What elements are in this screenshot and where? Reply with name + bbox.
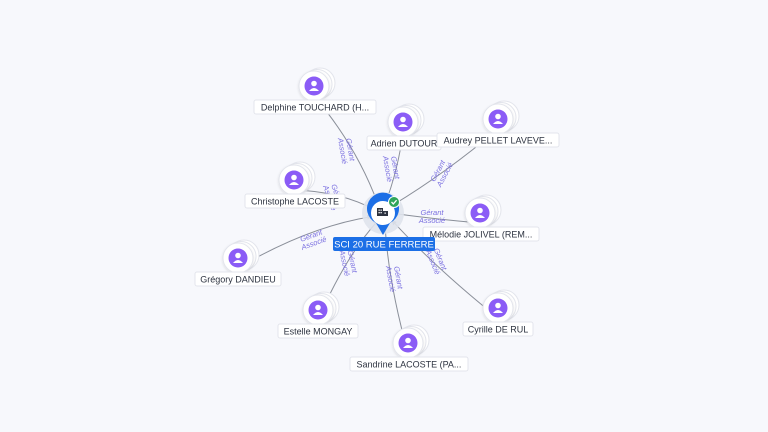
- node-label-box: [277, 323, 359, 339]
- node-label: Delphine TOUCHARD (H...: [261, 103, 369, 113]
- node-label: Grégory DANDIEU: [200, 275, 276, 285]
- person-icon: [488, 109, 508, 129]
- node-label-box: [436, 132, 560, 148]
- person-icon: [488, 298, 508, 318]
- node-label: Estelle MONGAY: [284, 327, 353, 337]
- person-node-adrien[interactable]: Adrien DUTOUR: [366, 103, 442, 151]
- node-label: Mélodie JOLIVEL (REM...: [430, 230, 533, 240]
- person-node-audrey[interactable]: Audrey PELLET LAVEVE...: [436, 100, 560, 148]
- node-label: Audrey PELLET LAVEVE...: [444, 136, 553, 146]
- person-node-melodie[interactable]: Mélodie JOLIVEL (REM...: [422, 194, 540, 242]
- company-label: SCI 20 RUE FERRERE: [334, 240, 434, 251]
- person-node-sandrine[interactable]: Sandrine LACOSTE (PA...: [349, 324, 469, 372]
- person-icon: [304, 76, 324, 96]
- person-node-christophe[interactable]: Christophe LACOSTE: [244, 161, 346, 209]
- node-label-box: [194, 271, 282, 287]
- node-label: Cyrille DE RUL: [468, 325, 529, 335]
- node-label-box: [253, 99, 377, 115]
- person-icon: [393, 112, 413, 132]
- role-gerant: Gérant: [421, 208, 445, 217]
- role-gerant: Gérant: [344, 137, 357, 162]
- role-gerant: Gérant: [392, 265, 405, 290]
- node-label-box: [462, 321, 534, 337]
- company-node[interactable]: SCI 20 RUE FERRERE: [333, 192, 435, 251]
- person-icon: [284, 170, 304, 190]
- person-icon: [308, 300, 328, 320]
- person-node-cyrille[interactable]: Cyrille DE RUL: [462, 289, 534, 337]
- building-icon: [377, 208, 388, 216]
- person-icon: [228, 248, 248, 268]
- check-icon: [388, 196, 400, 208]
- role-gerant: Gérant: [389, 155, 402, 180]
- node-label: Sandrine LACOSTE (PA...: [357, 360, 462, 370]
- company-label-box: [333, 237, 435, 251]
- node-label: Christophe LACOSTE: [251, 197, 339, 207]
- role-associe: Associé: [418, 216, 445, 225]
- person-node-delphine[interactable]: Delphine TOUCHARD (H...: [253, 67, 377, 115]
- person-icon: [470, 203, 490, 223]
- nodes-layer: Delphine TOUCHARD (H... Adrien DUTOUR Audr…: [194, 67, 560, 372]
- node-label: Adrien DUTOUR: [371, 139, 438, 149]
- person-icon: [398, 333, 418, 353]
- person-node-gregory[interactable]: Grégory DANDIEU: [194, 239, 282, 287]
- node-label-box: [422, 226, 540, 242]
- person-node-estelle[interactable]: Estelle MONGAY: [277, 291, 359, 339]
- node-label-box: [349, 356, 469, 372]
- node-label-box: [244, 193, 346, 209]
